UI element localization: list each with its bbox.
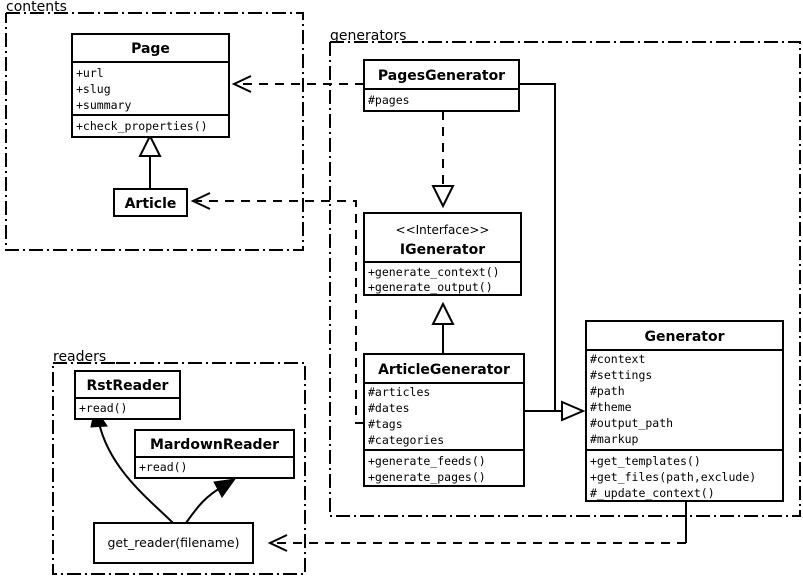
class-generator-name: Generator bbox=[644, 329, 724, 345]
class-pagesgenerator-name: PagesGenerator bbox=[378, 68, 505, 84]
class-igenerator-stereotype: <<Interface>> bbox=[396, 223, 490, 237]
package-contents-border bbox=[5, 12, 304, 251]
class-articlegenerator-attribute: #dates bbox=[368, 401, 410, 415]
package-generators: generators bbox=[329, 28, 801, 517]
class-articlegenerator-method: +generate_pages() bbox=[368, 470, 486, 484]
class-generator-attribute: #output_path bbox=[590, 416, 673, 430]
package-readers: readers bbox=[52, 349, 306, 575]
class-generator-attribute: #markup bbox=[590, 432, 639, 446]
class-generator-method: #_update_context() bbox=[590, 486, 715, 500]
relation-pagesgenerator-to-igenerator bbox=[431, 111, 455, 209]
class-page-frame bbox=[71, 33, 230, 138]
package-generators-label: generators bbox=[330, 28, 406, 44]
class-page-method: +check_properties() bbox=[76, 119, 208, 133]
relation-getreader-to-mardownreader bbox=[185, 478, 237, 524]
function-get-reader-frame bbox=[93, 522, 254, 564]
class-page-attribute: +url bbox=[76, 66, 104, 80]
package-generators-border bbox=[329, 41, 801, 517]
class-box-article[interactable]: Article bbox=[113, 188, 188, 217]
class-igenerator-frame bbox=[363, 212, 522, 296]
package-contents-label: contents bbox=[6, 0, 67, 15]
class-mardownreader-frame bbox=[134, 429, 295, 479]
class-article-name: Article bbox=[125, 196, 177, 212]
function-box-get-reader[interactable]: get_reader(filename) bbox=[93, 522, 254, 564]
package-readers-border bbox=[52, 362, 306, 575]
package-contents: contents bbox=[5, 0, 304, 251]
class-box-pagesgenerator[interactable]: PagesGenerator #pages bbox=[363, 59, 520, 112]
class-generator-attribute: #theme bbox=[590, 400, 632, 414]
class-page-attribute: +summary bbox=[76, 98, 131, 112]
class-pagesgenerator-frame bbox=[363, 59, 520, 112]
class-generator-attribute: #settings bbox=[590, 368, 652, 382]
class-articlegenerator-attribute: #articles bbox=[368, 385, 430, 399]
package-readers-label: readers bbox=[53, 349, 106, 365]
relation-pagesgenerator-to-page bbox=[231, 75, 364, 93]
class-igenerator-name: IGenerator bbox=[400, 242, 485, 258]
class-mardownreader-name: MardownReader bbox=[150, 437, 279, 453]
class-generator-attribute: #context bbox=[590, 352, 645, 366]
relation-articlegenerator-to-igenerator bbox=[431, 301, 455, 354]
class-page-attribute: +slug bbox=[76, 82, 111, 96]
class-page-name: Page bbox=[131, 41, 170, 57]
relation-generator-to-getreader bbox=[267, 501, 687, 552]
relation-article-to-page bbox=[138, 133, 162, 190]
class-articlegenerator-attribute: #categories bbox=[368, 433, 444, 447]
class-pagesgenerator-attribute: #pages bbox=[368, 93, 410, 107]
class-articlegenerator-attribute: #tags bbox=[368, 417, 403, 431]
class-box-igenerator[interactable]: <<Interface>> IGenerator +generate_conte… bbox=[363, 212, 522, 296]
class-article-frame bbox=[113, 188, 188, 217]
relation-articlegenerator-to-article bbox=[190, 192, 364, 424]
class-igenerator-method: +generate_context() bbox=[368, 265, 500, 279]
class-box-articlegenerator[interactable]: ArticleGenerator #articles #dates #tags … bbox=[363, 353, 525, 487]
class-igenerator-method: +generate_output() bbox=[368, 280, 493, 294]
class-rstreader-frame bbox=[74, 370, 181, 420]
class-generator-method: +get_files(path,exclude) bbox=[590, 470, 756, 484]
class-box-mardownreader[interactable]: MardownReader +read() bbox=[134, 429, 295, 479]
class-rstreader-method: +read() bbox=[79, 401, 127, 415]
class-generator-method: +get_templates() bbox=[590, 454, 701, 468]
class-articlegenerator-method: +generate_feeds() bbox=[368, 454, 486, 468]
class-box-page[interactable]: Page +url +slug +summary +check_properti… bbox=[71, 33, 230, 138]
relation-pagesgenerator-to-generator bbox=[519, 83, 586, 422]
class-box-generator[interactable]: Generator #context #settings #path #them… bbox=[585, 320, 784, 502]
function-get-reader-label: get_reader(filename) bbox=[108, 535, 240, 550]
class-articlegenerator-name: ArticleGenerator bbox=[378, 362, 510, 378]
class-articlegenerator-frame bbox=[363, 353, 525, 487]
class-rstreader-name: RstReader bbox=[87, 378, 169, 394]
class-generator-attribute: #path bbox=[590, 384, 625, 398]
class-mardownreader-method: +read() bbox=[139, 460, 187, 474]
class-box-rstreader[interactable]: RstReader +read() bbox=[74, 370, 181, 420]
